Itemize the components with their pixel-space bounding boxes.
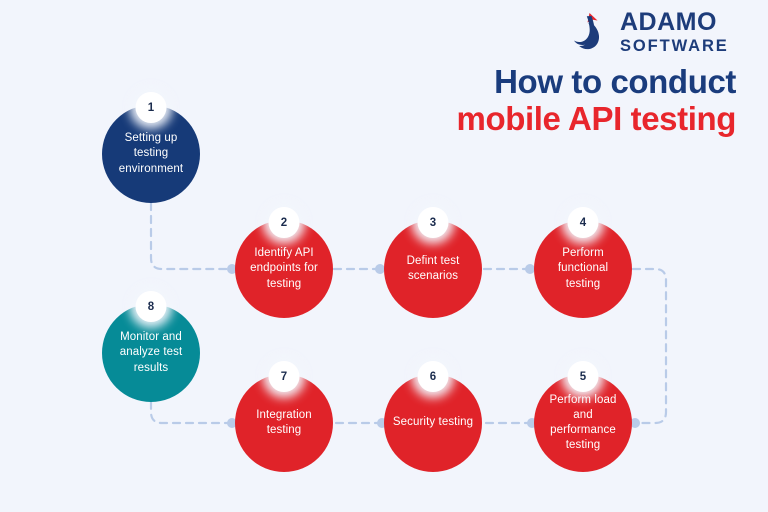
- step-badge-8: 8: [135, 291, 167, 322]
- step-node-5[interactable]: 5 Perform load and performance testing: [534, 361, 632, 472]
- connector-1-to-2: [149, 201, 234, 271]
- step-badge-2: 2: [268, 207, 300, 238]
- step-label-7: Integration testing: [256, 408, 312, 436]
- step-label-5: Perform load and performance testing: [549, 393, 617, 452]
- step-node-1[interactable]: 1 Setting up testing environment: [102, 92, 200, 203]
- brand-name-secondary: SOFTWARE: [620, 36, 729, 55]
- step-label-2: Identify API endpoints for testing: [250, 247, 318, 290]
- step-node-4[interactable]: 4 Perform functional testing: [534, 207, 632, 318]
- connector-7-to-8: [149, 400, 234, 425]
- step-label-8: Monitor and analyze test results: [119, 331, 183, 374]
- title-line-2: mobile API testing: [456, 100, 737, 138]
- page-title: How to conduct mobile API testing: [456, 63, 737, 138]
- step-node-8[interactable]: 8 Monitor and analyze test results: [102, 291, 200, 402]
- brand-name-primary: ADAMO: [620, 7, 717, 36]
- step-node-6[interactable]: 6 Security testing: [384, 361, 482, 472]
- step-label-1: Setting up testing environment: [118, 132, 184, 175]
- step-node-2[interactable]: 2 Identify API endpoints for testing: [235, 207, 333, 318]
- step-badge-4: 4: [567, 207, 599, 238]
- connector-4-to-5: [631, 267, 668, 425]
- step-label-3: Defint test scenarios: [406, 254, 460, 282]
- step-label-4: Perform functional testing: [557, 247, 609, 290]
- step-badge-6: 6: [417, 361, 449, 392]
- step-label-6: Security testing: [392, 416, 474, 429]
- step-badge-7: 7: [268, 361, 300, 392]
- adamo-a-swoosh-logo-icon: [569, 10, 611, 54]
- step-badge-3: 3: [417, 207, 449, 238]
- step-badge-1: 1: [135, 92, 167, 123]
- brand-wordmark: ADAMO SOFTWARE: [620, 7, 729, 55]
- step-node-7[interactable]: 7 Integration testing: [235, 361, 333, 472]
- step-badge-5: 5: [567, 361, 599, 392]
- step-node-3[interactable]: 3 Defint test scenarios: [384, 207, 482, 318]
- title-line-1: How to conduct: [494, 63, 736, 100]
- brand-logo: ADAMO SOFTWARE: [569, 8, 741, 56]
